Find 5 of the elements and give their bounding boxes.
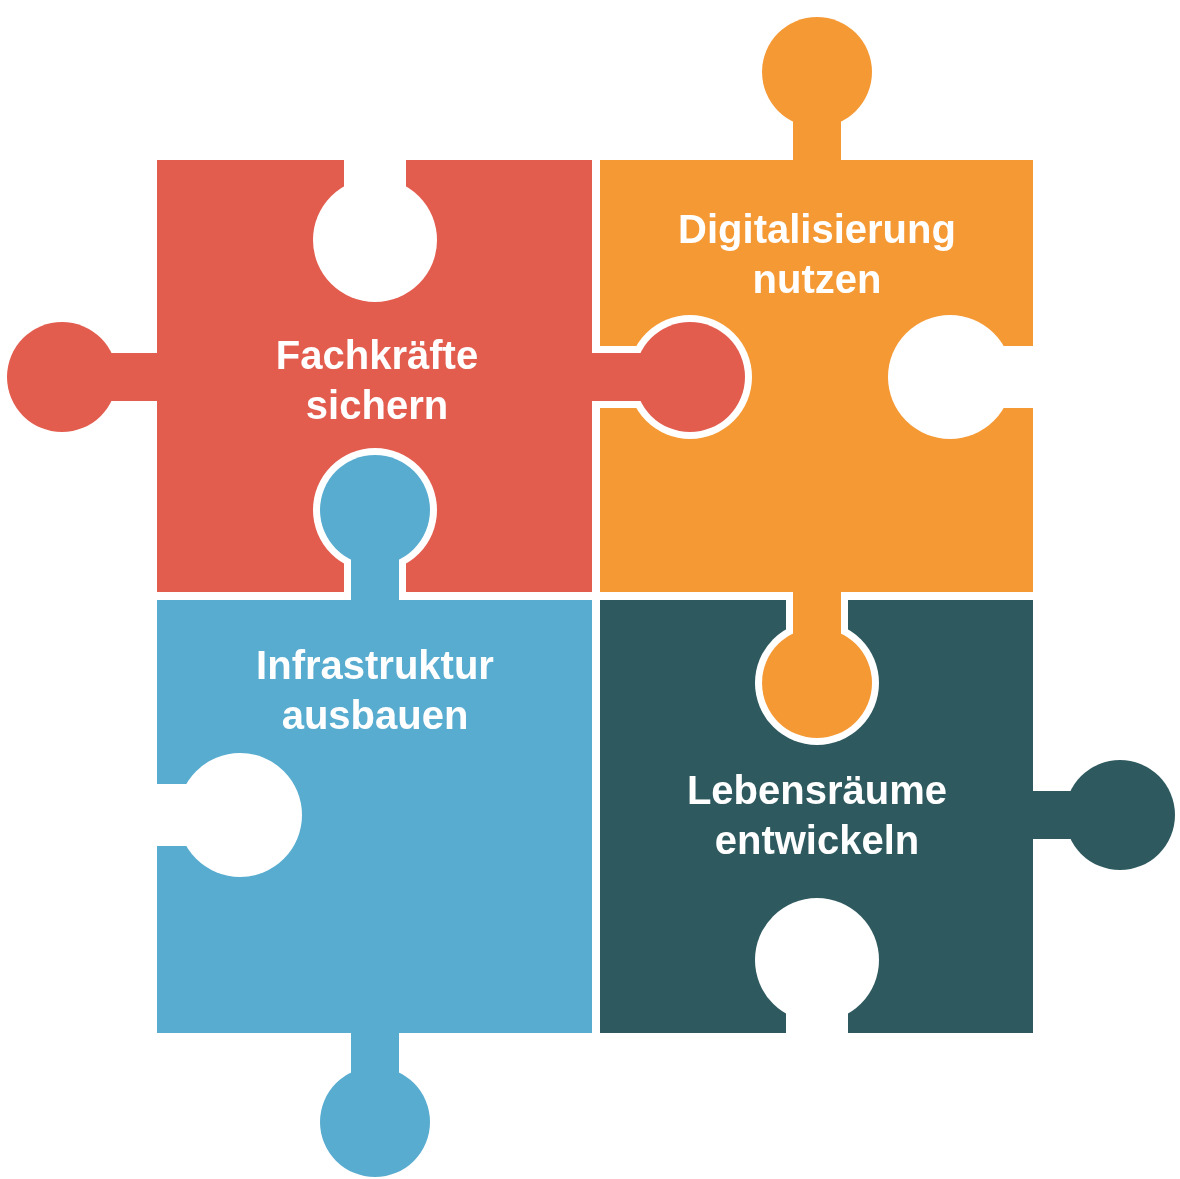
piece-label: Digitalisierung nutzen	[677, 206, 957, 303]
piece-label: Lebensräume entwickeln	[685, 767, 949, 864]
piece-label: Fachkräfte sichern	[274, 332, 480, 429]
piece-label: Infrastruktur ausbauen	[255, 642, 495, 739]
puzzle-piece	[600, 600, 1175, 1033]
